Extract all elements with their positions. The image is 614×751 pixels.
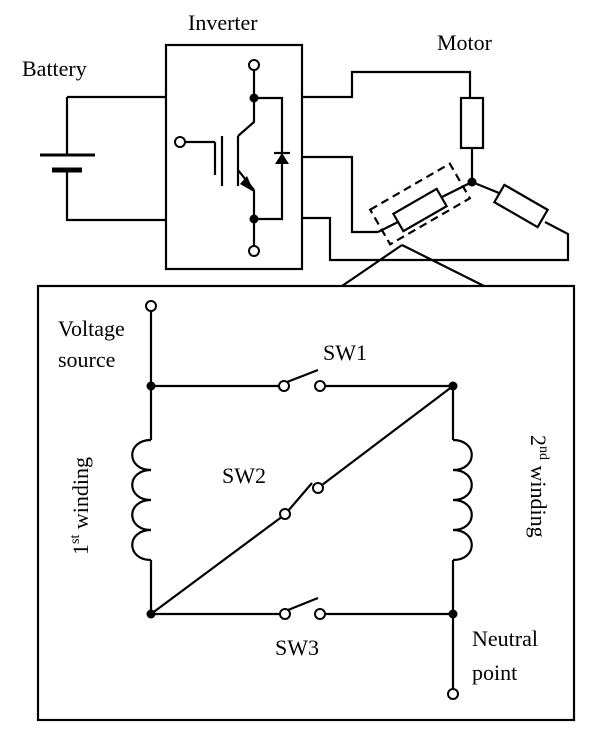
first-winding-coil [131,386,153,614]
sw3-label: SW3 [275,635,319,660]
inverter-label: Inverter [188,10,258,35]
voltage-source-label-line2: source [58,347,115,372]
svg-text:2nd winding: 2nd winding [526,435,551,538]
motor-label: Motor [437,30,493,55]
inverter-motor-wires [302,70,570,262]
first-winding-label: 1st winding [68,457,93,555]
neutral-point-terminal [447,688,459,700]
second-winding-coil [451,386,473,614]
sw3-switch [279,596,326,620]
battery-label: Battery [22,56,87,81]
voltage-source-terminal [145,300,157,312]
igbt-transistor-symbol [174,59,260,257]
voltage-source-label-line1: Voltage [58,316,125,341]
diode-symbol [254,96,290,221]
zoom-callout-lines [341,244,485,287]
sw1-switch [278,368,326,392]
detail-box [36,284,576,722]
motor-windings [368,96,550,246]
sw1-label: SW1 [323,340,367,365]
svg-text:1st winding: 1st winding [68,457,93,555]
sw2-label: SW2 [222,463,266,488]
second-winding-label: 2nd winding [526,435,551,538]
neutral-point-label-line2: point [472,660,517,685]
battery-symbol [40,95,166,222]
sw2-switch [150,385,454,615]
neutral-point-label-line1: Neutral [472,626,538,651]
